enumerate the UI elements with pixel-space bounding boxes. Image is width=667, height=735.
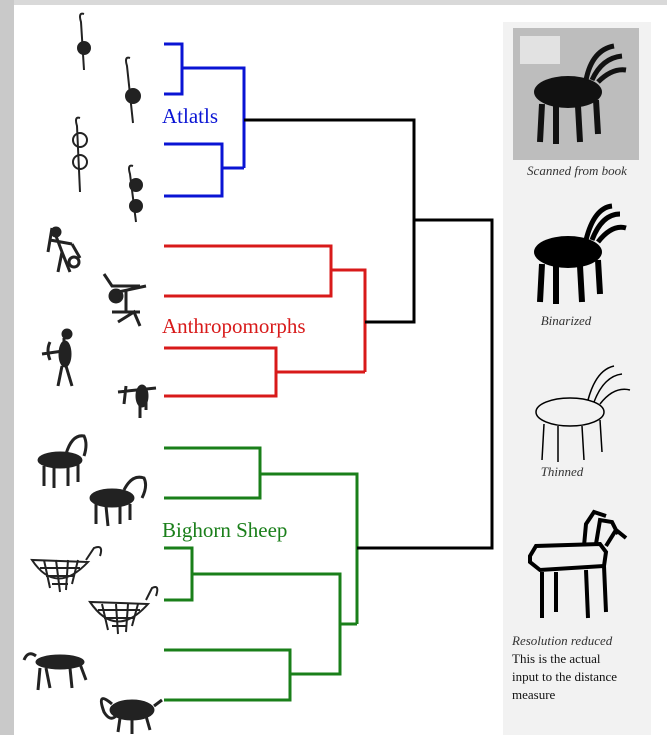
thinned-image [535, 365, 631, 462]
anthropomorph-glyph-icon [41, 328, 74, 387]
bighorn-sheep-glyph-icon [89, 475, 148, 527]
anthropomorph-glyph-icon [102, 273, 147, 327]
left-border [0, 0, 14, 735]
bighorn-sheep-glyph-icon [30, 546, 103, 593]
cluster-label-bighorn-sheep: Bighorn Sheep [162, 518, 287, 542]
note-line-2: input to the distance [512, 669, 617, 684]
caption-resolution-reduced: Resolution reduced [511, 633, 613, 648]
anthropomorphs-cluster-branches [164, 244, 367, 398]
top-border [14, 0, 667, 5]
bighorn-cluster-branches [164, 446, 359, 702]
caption-scanned: Scanned from book [527, 163, 627, 178]
anthropomorph-glyph-icon [46, 226, 82, 273]
caption-binarized: Binarized [541, 313, 592, 328]
bighorn-sheep-glyph-icon [37, 434, 88, 488]
bighorn-sheep-glyph-icon [88, 586, 159, 635]
caption-thinned: Thinned [541, 464, 584, 479]
reduced-image [528, 509, 628, 619]
atlatl-glyph-icon [125, 56, 141, 124]
scanned-image [513, 28, 639, 160]
atlatl-glyph-icon [128, 164, 143, 223]
cluster-label-anthropomorphs: Anthropomorphs [162, 314, 306, 338]
atlatl-glyph-icon [72, 116, 88, 193]
note-line-3: measure [512, 687, 556, 702]
anthropomorph-glyph-icon [117, 384, 157, 418]
binarized-image [534, 203, 627, 304]
atlatl-glyph-icon [77, 12, 91, 71]
leaf-glyphs [22, 12, 163, 734]
cluster-label-atlatls: Atlatls [162, 104, 218, 128]
atlatls-cluster-branches [164, 42, 246, 198]
note-line-1: This is the actual [512, 651, 601, 666]
preprocessing-steps: Scanned from book Binarized Thinned [511, 28, 639, 702]
bighorn-sheep-glyph-icon [22, 652, 88, 691]
bighorn-sheep-glyph-icon [99, 697, 163, 734]
root-branches [244, 118, 494, 550]
dendrogram [164, 42, 494, 702]
